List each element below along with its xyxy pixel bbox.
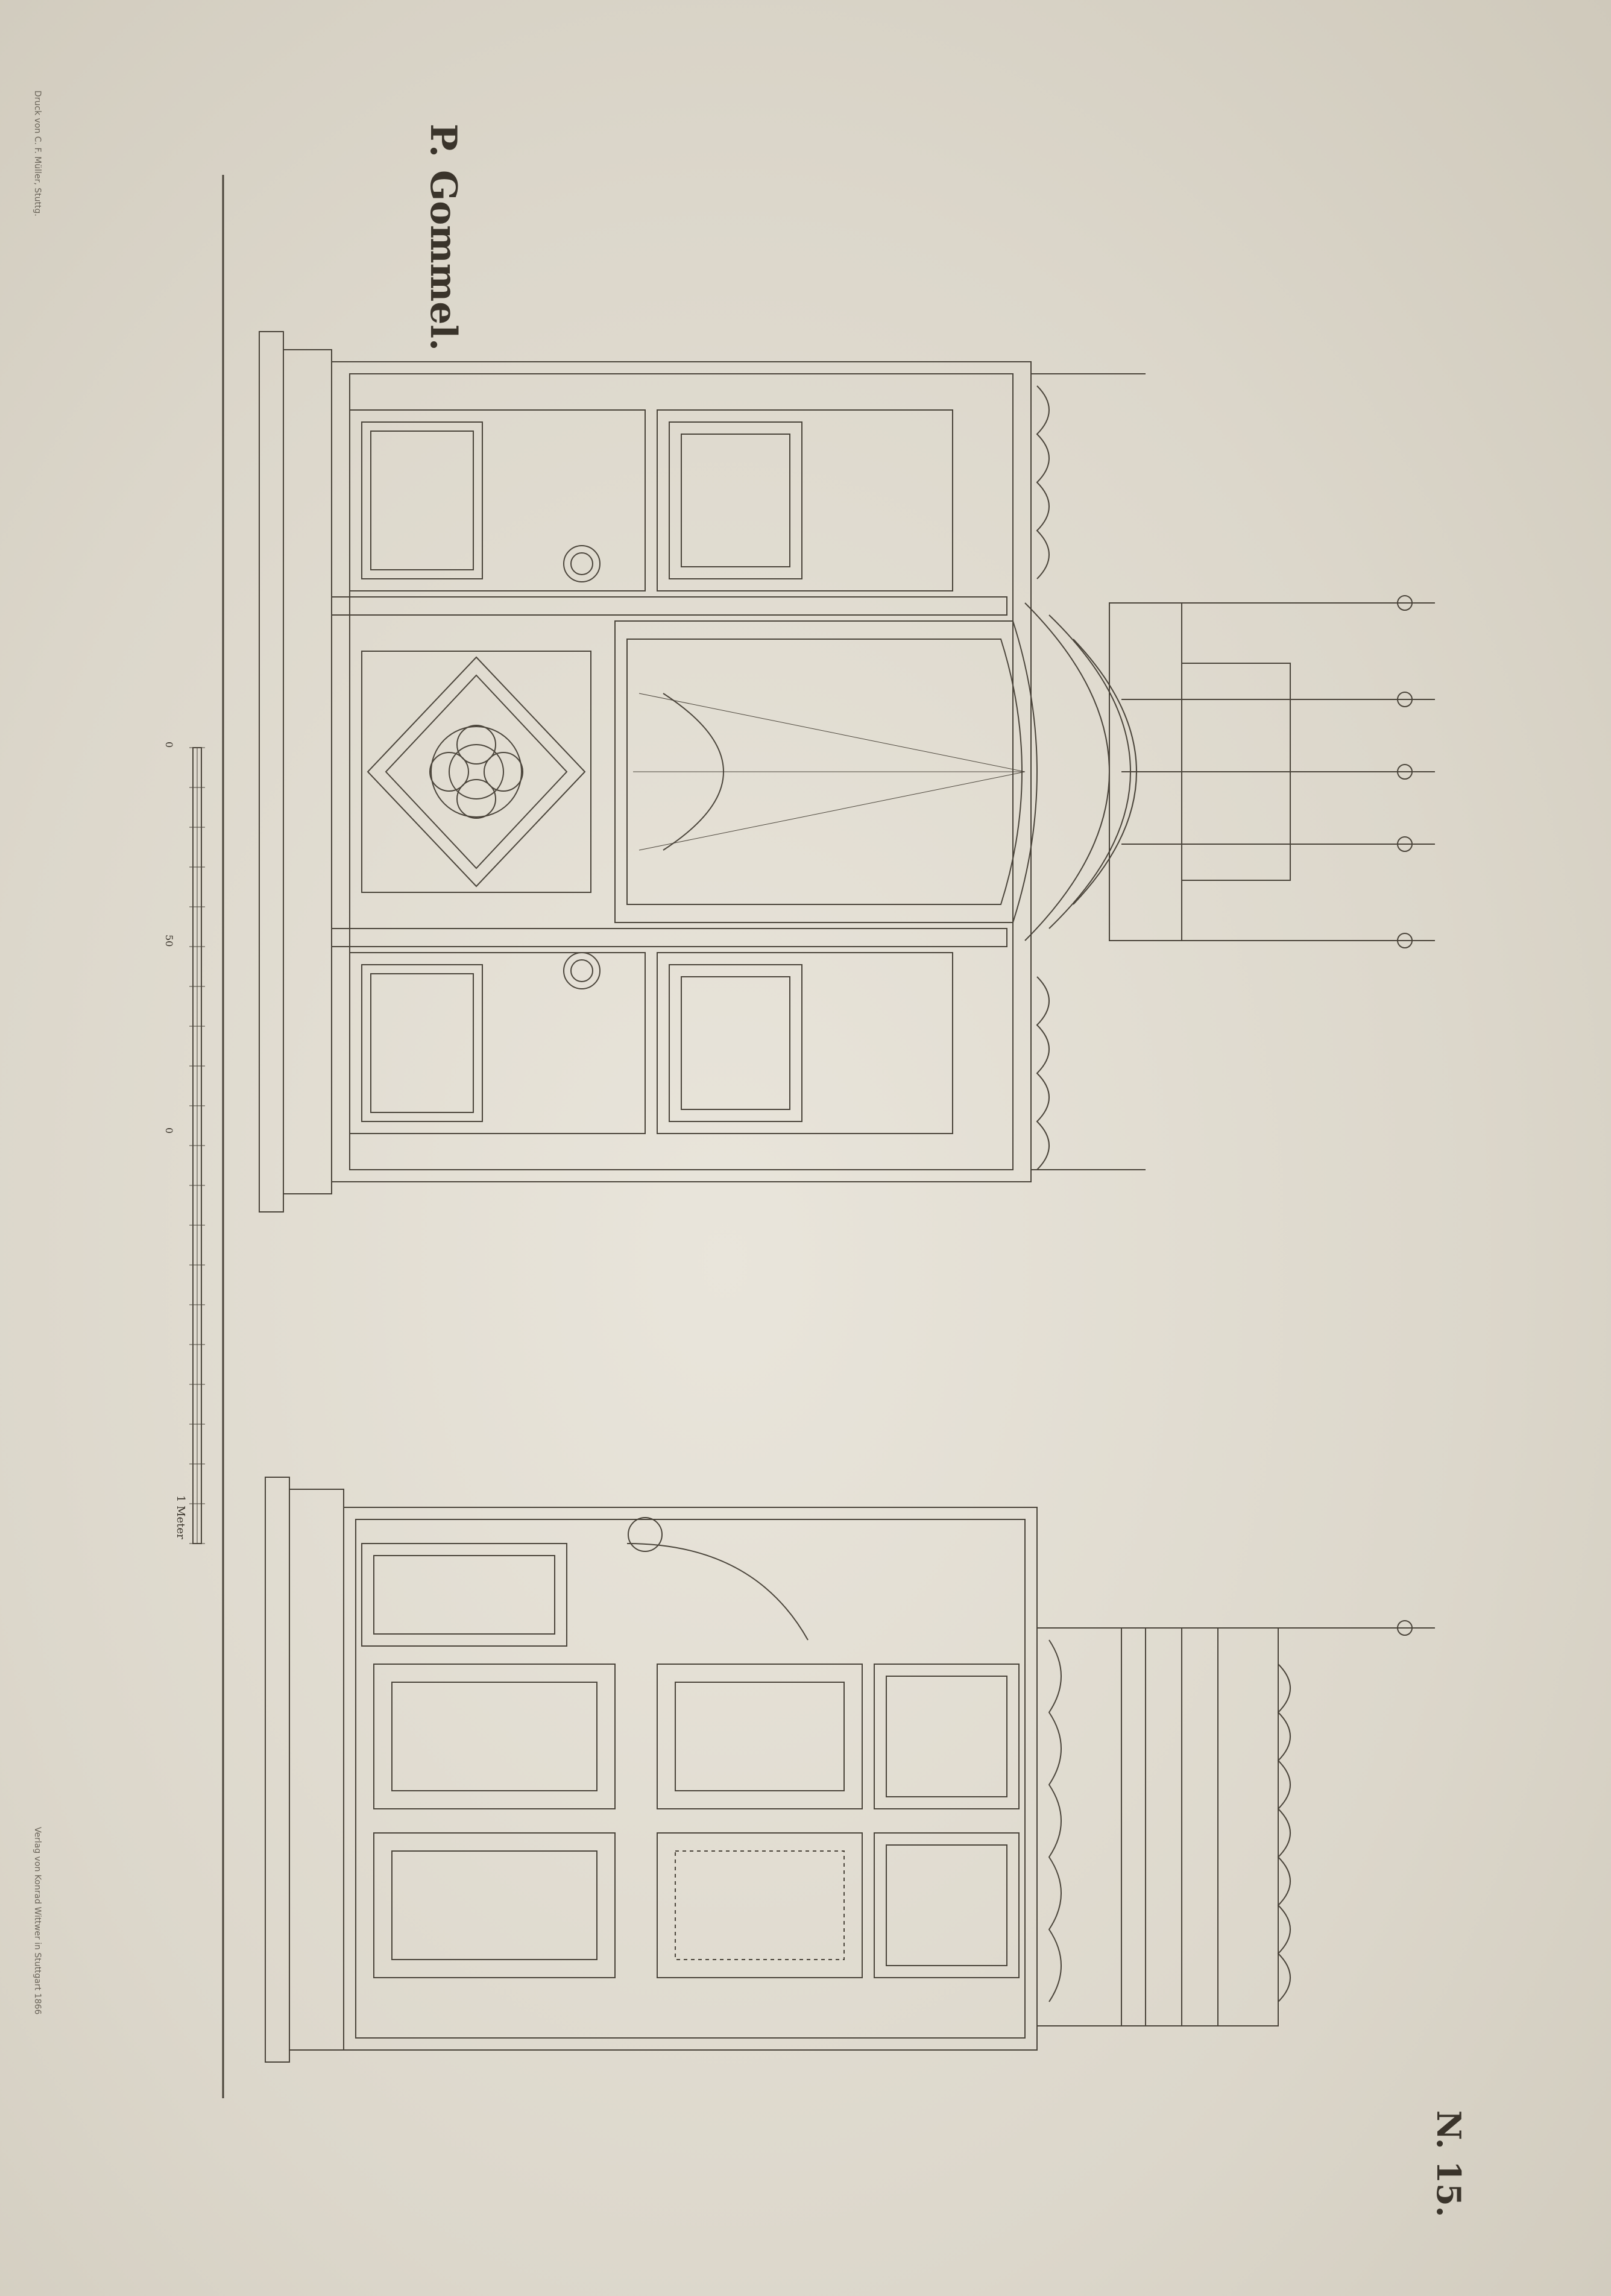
scale-zero-label: 0 bbox=[163, 1128, 175, 1134]
scale-unit-label: 1 Meter bbox=[174, 1495, 187, 1539]
publisher-credit: Verlag von Konrad Wittwer in Stuttgart 1… bbox=[33, 1827, 42, 2015]
upper-elevation bbox=[259, 331, 1435, 1213]
artist-signature: P. Gommel. bbox=[422, 124, 464, 352]
plate-number: N. 15. bbox=[1430, 2110, 1468, 2218]
lower-elevation bbox=[265, 1477, 1435, 2063]
printer-credit: Druck von C. F. Müller, Stuttg. bbox=[33, 90, 42, 216]
scale-bar bbox=[189, 747, 205, 1544]
scale-end-label: 0 bbox=[163, 742, 175, 748]
scale-mid-label: 50 bbox=[163, 935, 175, 947]
